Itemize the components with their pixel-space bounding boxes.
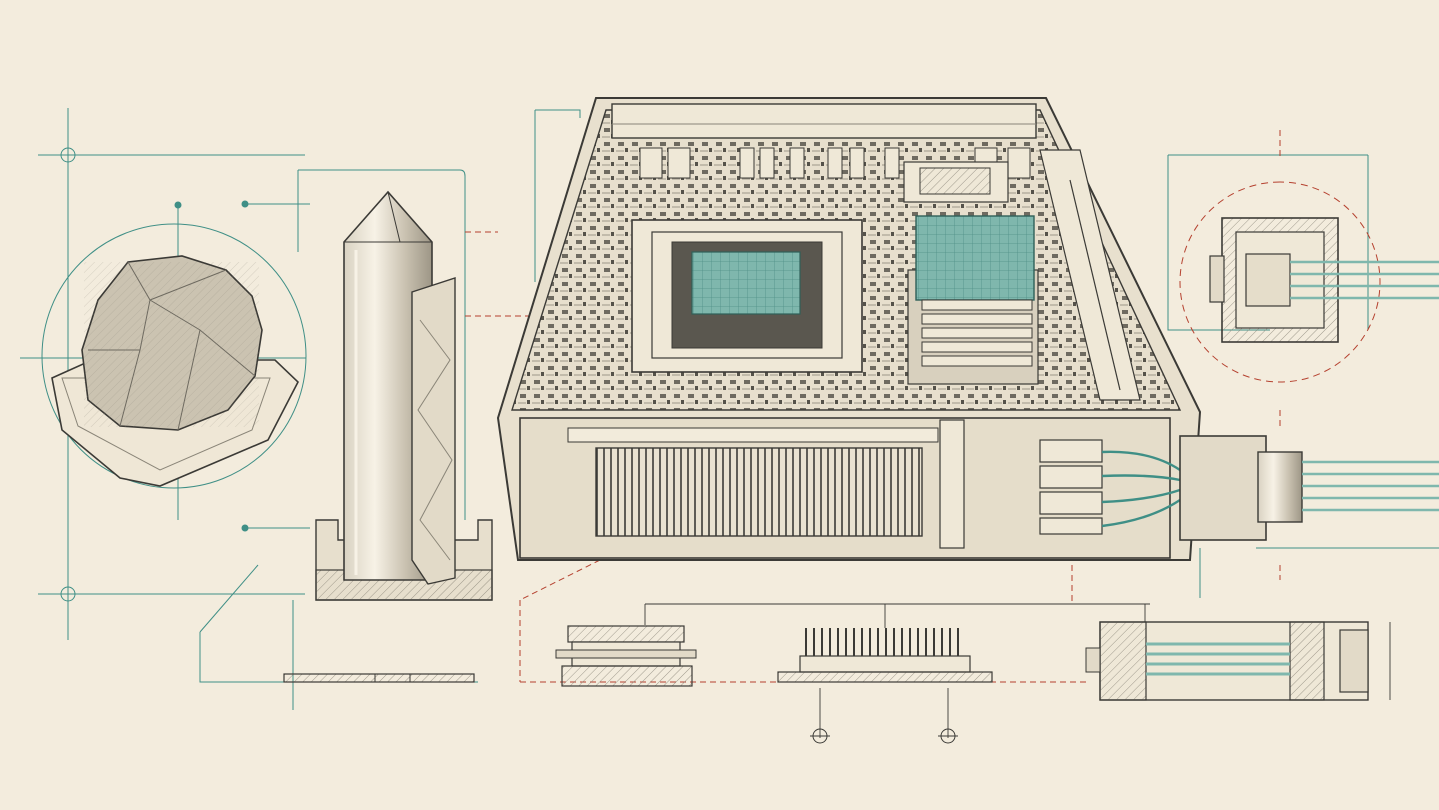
cpu-die-icon: [691, 251, 801, 315]
mineral-outline-circle: [41, 223, 307, 489]
chip-package-section: [555, 625, 697, 687]
side-expansion-slots: [1039, 149, 1141, 401]
server-board-chassis: [496, 97, 1439, 561]
refined-crystal-ingot: [315, 190, 493, 601]
fiber-optic-connector: [1209, 217, 1439, 343]
rear-connector-icon: [1179, 435, 1439, 541]
raw-mineral-chunk: [41, 223, 307, 489]
heatsink-fins-section: [777, 628, 993, 683]
connector-side-section: [1085, 621, 1369, 701]
top-rail: [611, 103, 1037, 139]
memory-stack-icon: [903, 161, 1039, 385]
cpu-socket-icon: [631, 219, 863, 373]
crystal-slice-icon: [411, 277, 456, 585]
registration-marks: [56, 147, 958, 744]
wafer-base-plate: [283, 673, 475, 683]
fiber-bundle: [1101, 450, 1181, 528]
optical-transceivers: [1039, 439, 1103, 535]
heatsink-fins-icon: [595, 447, 923, 537]
